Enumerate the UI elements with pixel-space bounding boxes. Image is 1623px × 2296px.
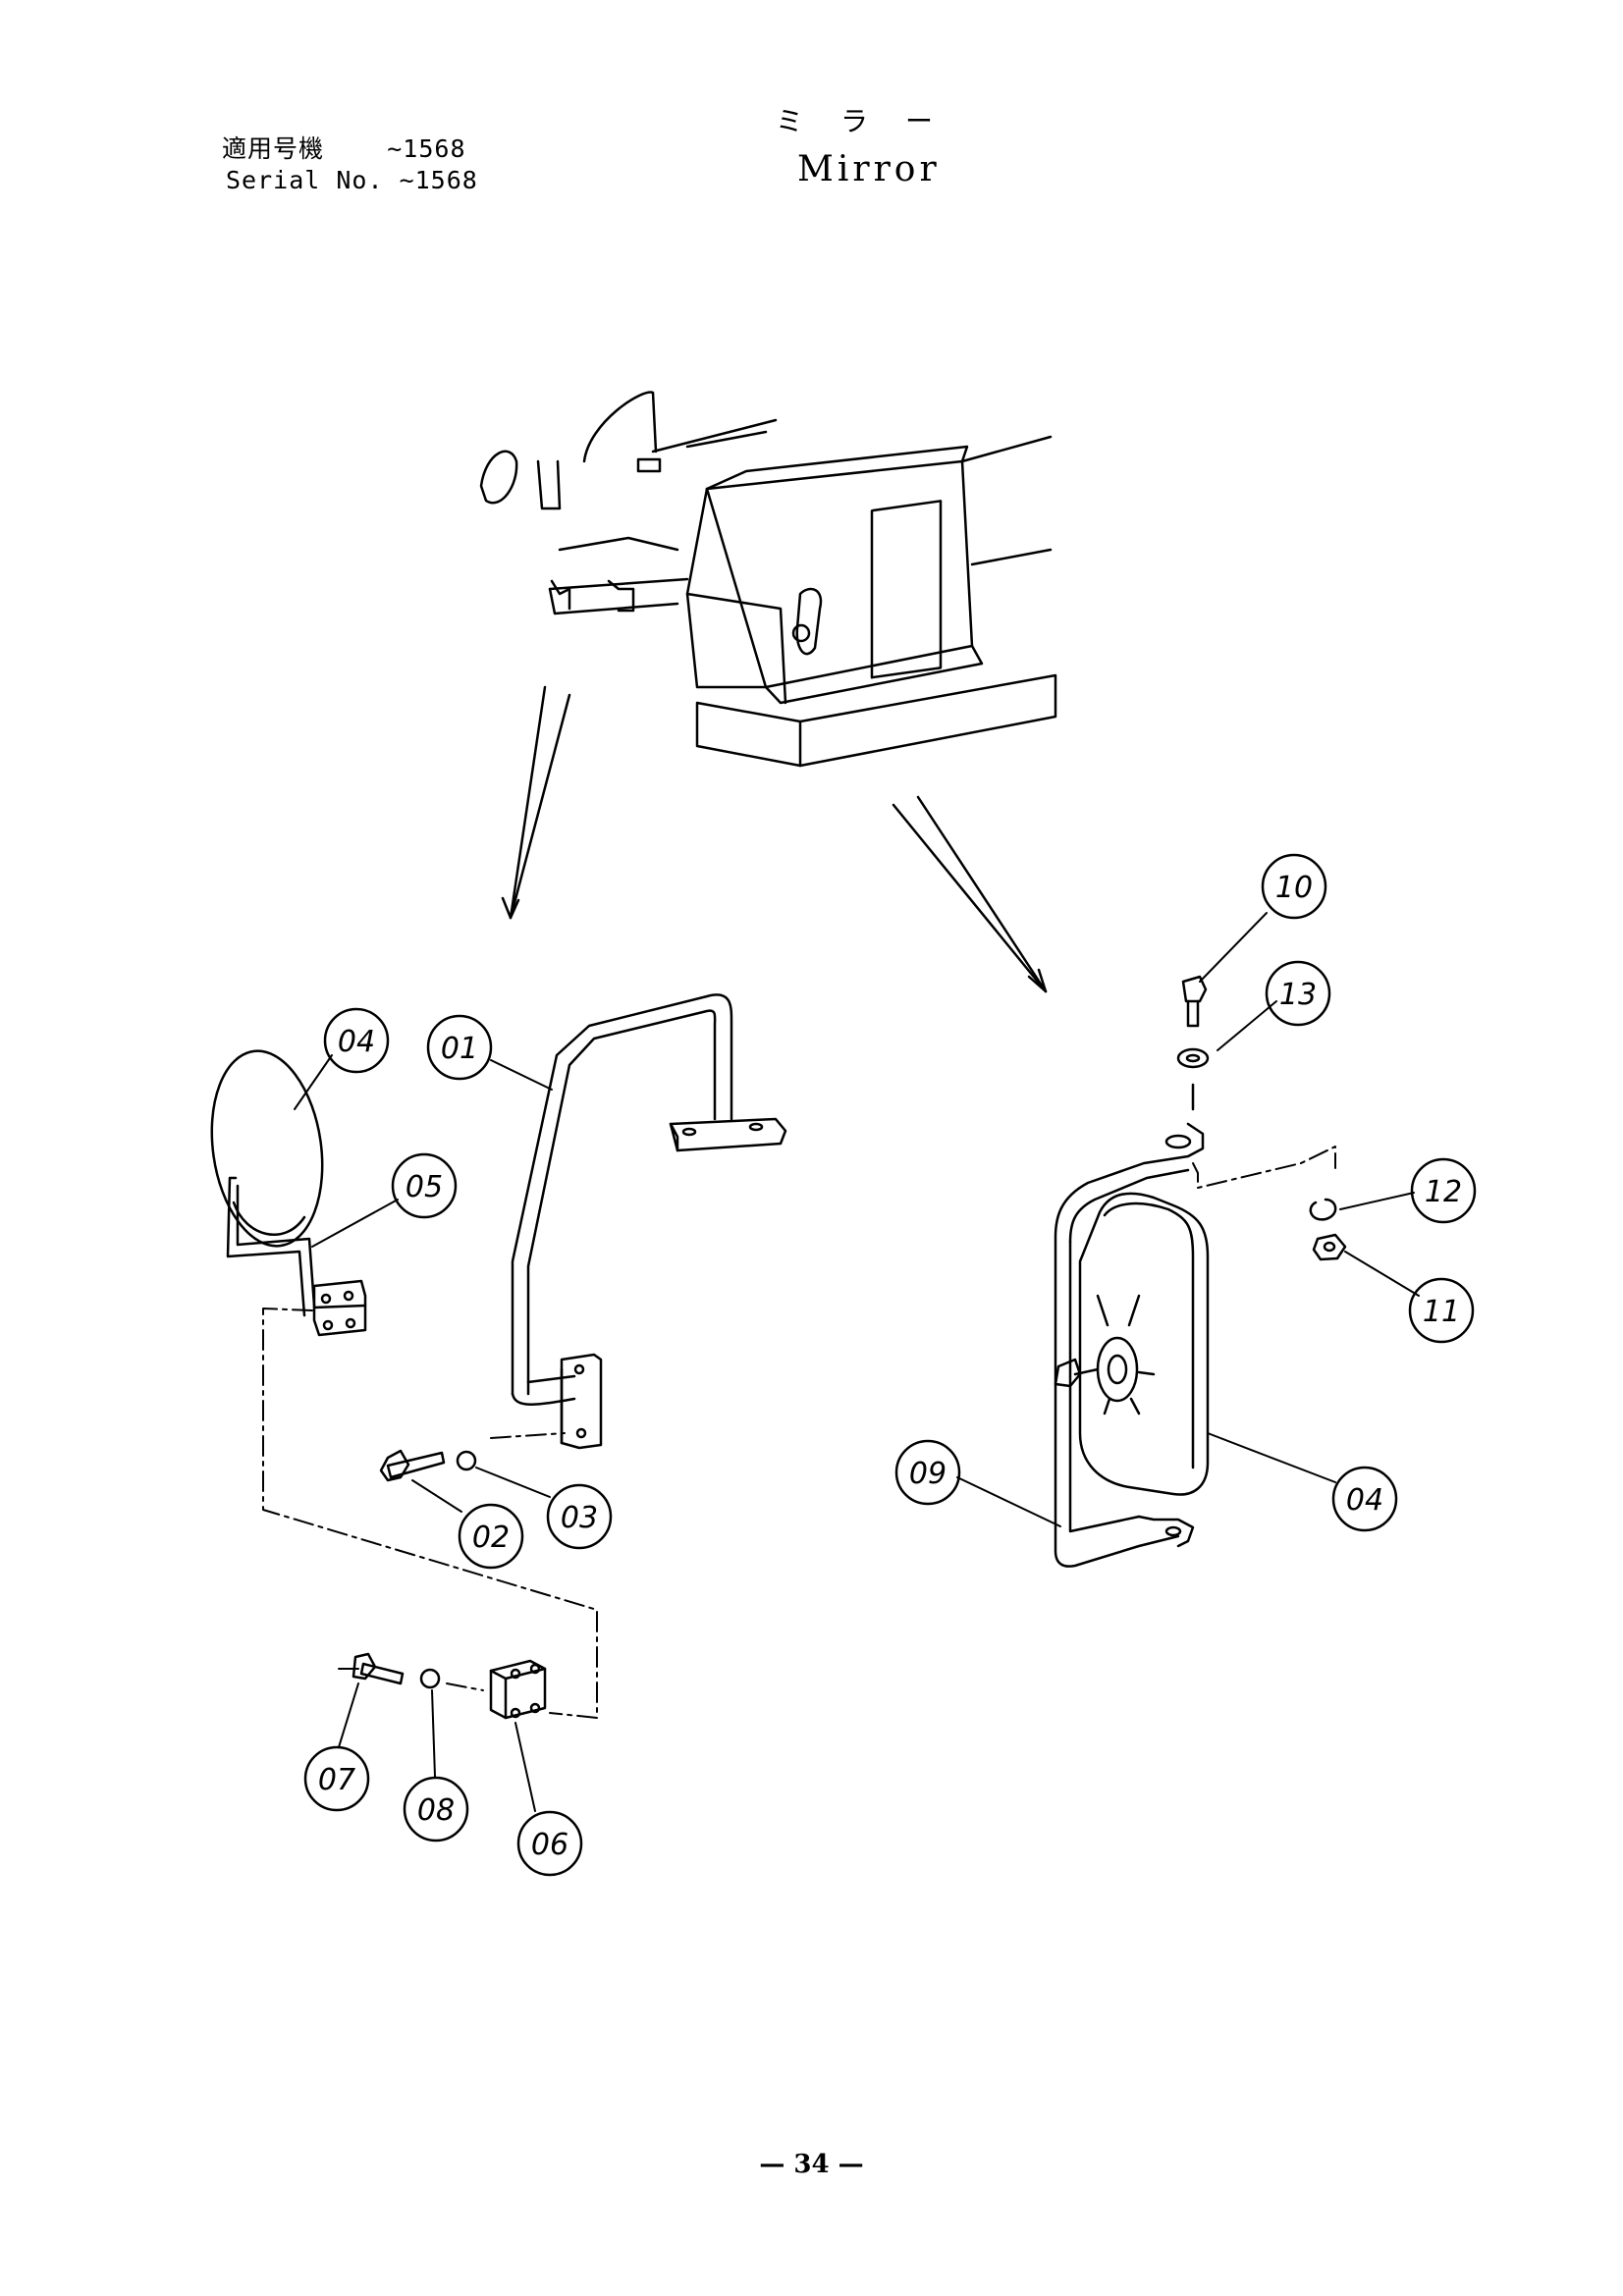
svg-text:04: 04 bbox=[1346, 1483, 1383, 1518]
callout-11: 11 bbox=[1408, 1277, 1475, 1344]
callout-10: 10 bbox=[1261, 853, 1327, 920]
part-09-bar bbox=[1054, 1122, 1205, 1568]
assembly-lines-left bbox=[262, 1308, 598, 1719]
serial-jp-row: 適用号機 ~1568 bbox=[222, 135, 466, 163]
part-06-clamp bbox=[489, 1659, 547, 1720]
svg-text:08: 08 bbox=[417, 1793, 455, 1828]
callout-03: 03 bbox=[546, 1483, 613, 1550]
callout-06: 06 bbox=[516, 1810, 583, 1877]
svg-text:02: 02 bbox=[472, 1521, 510, 1555]
serial-jp-value: ~1568 bbox=[387, 134, 466, 163]
part-03-washer bbox=[456, 1450, 477, 1471]
svg-text:04: 04 bbox=[338, 1025, 375, 1059]
callout-05: 05 bbox=[391, 1152, 458, 1219]
svg-text:01: 01 bbox=[441, 1032, 478, 1066]
callout-13: 13 bbox=[1265, 960, 1331, 1027]
serial-jp-label: 適用号機 bbox=[222, 134, 325, 163]
svg-text:06: 06 bbox=[531, 1828, 568, 1862]
callout-01: 01 bbox=[426, 1014, 493, 1081]
part-05-clamp bbox=[312, 1279, 367, 1337]
assembly-lines-right bbox=[1192, 1146, 1336, 1189]
part-08-washer bbox=[419, 1668, 441, 1689]
part-07-bolt bbox=[352, 1652, 405, 1685]
callout-08: 08 bbox=[403, 1776, 469, 1842]
serial-en-label: Serial No. bbox=[226, 166, 384, 194]
part-04-left-mirror bbox=[210, 1049, 324, 1317]
page-number: — 34 — bbox=[759, 2150, 864, 2179]
part-11-nut bbox=[1312, 1233, 1347, 1261]
machine-overview bbox=[479, 391, 1057, 768]
svg-text:10: 10 bbox=[1275, 871, 1313, 905]
serial-en-value: ~1568 bbox=[399, 166, 478, 194]
svg-text:11: 11 bbox=[1423, 1295, 1460, 1329]
svg-text:05: 05 bbox=[406, 1170, 443, 1204]
callout-leaders bbox=[294, 912, 1420, 1812]
part-04-right-mirror bbox=[1054, 1192, 1210, 1496]
svg-text:03: 03 bbox=[561, 1501, 598, 1535]
svg-text:07: 07 bbox=[318, 1763, 355, 1797]
svg-text:13: 13 bbox=[1279, 978, 1317, 1012]
callout-09: 09 bbox=[894, 1439, 961, 1506]
part-02-bolt bbox=[379, 1449, 446, 1482]
serial-en-row: Serial No. ~1568 bbox=[226, 167, 478, 194]
part-13-washer bbox=[1176, 1047, 1210, 1069]
part-01-bracket bbox=[511, 993, 787, 1450]
part-12-spring-washer bbox=[1309, 1198, 1337, 1221]
leader-arrows bbox=[501, 685, 1048, 993]
callout-12: 12 bbox=[1410, 1157, 1477, 1224]
callout-02: 02 bbox=[458, 1503, 524, 1570]
callout-04-right: 04 bbox=[1331, 1466, 1398, 1532]
svg-text:12: 12 bbox=[1425, 1175, 1462, 1209]
title-japanese: ミラー bbox=[776, 105, 971, 137]
callouts: 01 04 05 02 03 07 08 06 10 13 12 11 04 0… bbox=[303, 853, 1477, 1877]
callout-04-left: 04 bbox=[323, 1007, 390, 1074]
callout-07: 07 bbox=[303, 1745, 370, 1812]
title-english: Mirror bbox=[797, 149, 941, 189]
part-10-bolt bbox=[1181, 975, 1208, 1028]
svg-text:09: 09 bbox=[909, 1457, 947, 1491]
